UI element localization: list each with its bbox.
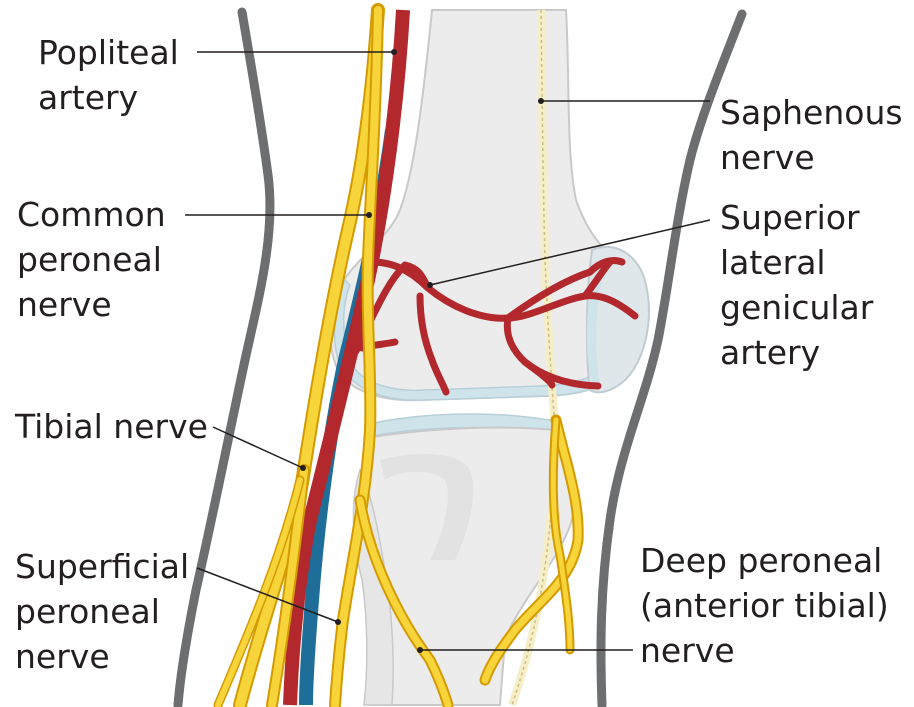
label-common-peroneal-nerve: Common peroneal nerve bbox=[17, 192, 166, 327]
label-saphenous-nerve: Saphenous nerve bbox=[720, 90, 903, 180]
label-superior-lateral-genicular-artery: Superior lateral genicular artery bbox=[720, 195, 873, 375]
label-tibial-nerve: Tibial nerve bbox=[15, 404, 208, 449]
label-deep-peroneal-nerve: Deep peroneal (anterior tibial) nerve bbox=[640, 538, 889, 673]
label-popliteal-artery: Popliteal artery bbox=[38, 30, 179, 120]
label-superficial-peroneal-nerve: Superficial peroneal nerve bbox=[15, 544, 189, 679]
